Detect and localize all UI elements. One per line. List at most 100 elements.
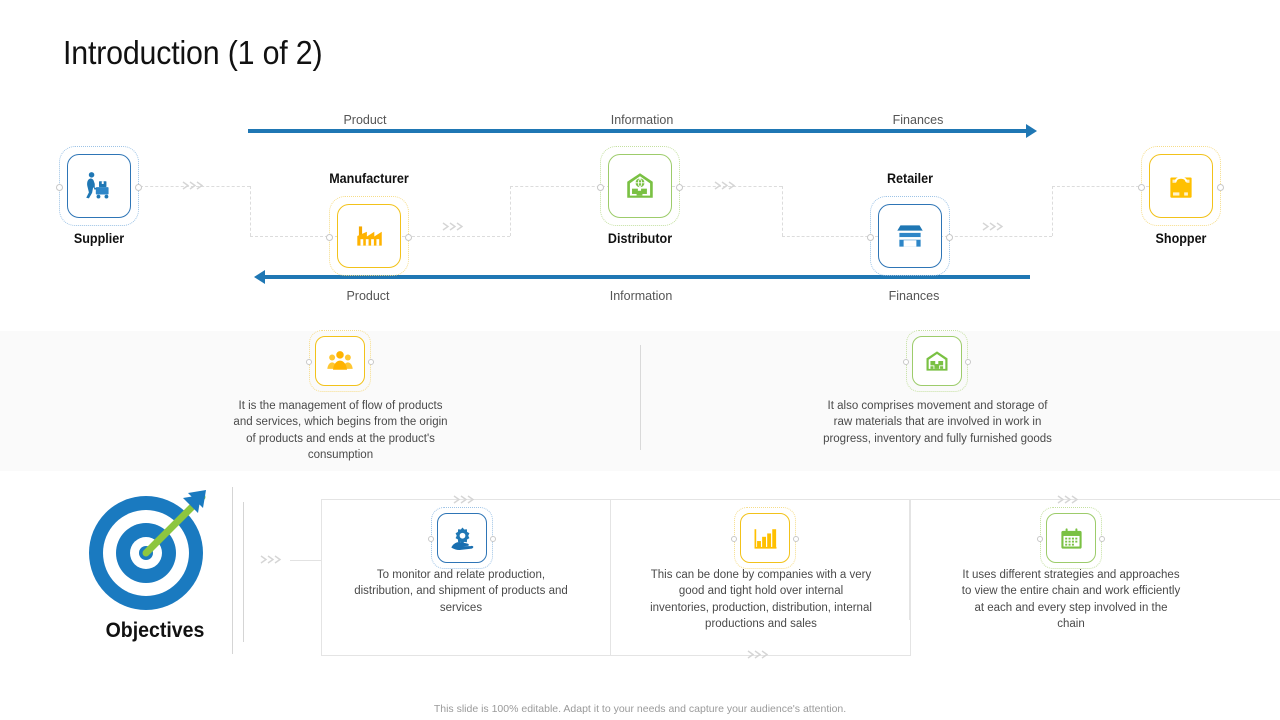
definition-text-2-body: It also comprises movement and storage o… (823, 400, 1052, 445)
supply-node-label-retailer: Retailer (886, 171, 934, 186)
chevron-icon-card-2 (747, 650, 769, 659)
connector-manufacturer-distributor-h1 (397, 236, 510, 237)
node-connector-dot-left (56, 183, 63, 191)
connector-supplier-manufacturer-h1 (140, 186, 250, 187)
hand-gear-icon (451, 527, 473, 550)
target-with-arrow-icon (89, 490, 206, 610)
tile-box (437, 513, 487, 563)
bottom-flow-label-finances: Finances (888, 289, 940, 303)
definition-icon-tile-2[interactable] (903, 330, 971, 392)
objective-text-2-body: This can be done by companies with a ver… (650, 569, 872, 630)
node-connector-dot-right (676, 183, 683, 191)
tile-connector-dot-right (793, 536, 799, 542)
connector-manufacturer-distributor-v (510, 186, 511, 236)
connector-supplier-manufacturer-v (250, 186, 251, 236)
tile-connector-dot-right (368, 359, 374, 365)
objective-card-2-frame (610, 499, 911, 656)
page-title: Introduction (1 of 2) (63, 34, 323, 71)
connector-retailer-shopper-h2 (1052, 186, 1149, 187)
top-flow-label-product: Product (343, 113, 387, 127)
chevron-icon-card-3 (1057, 495, 1079, 504)
node-connector-dot-right (1217, 183, 1224, 191)
connector-retailer-shopper-v (1052, 186, 1053, 236)
tile-box (1046, 513, 1096, 563)
objective-text-3: It uses different strategies and approac… (960, 567, 1182, 632)
tile-connector-dot-left (428, 536, 434, 542)
chevron-icon-retailer (982, 222, 1004, 231)
connector-objectives-card1-h (290, 560, 322, 561)
objectives-bracket-inner (243, 502, 244, 642)
footer-note: This slide is 100% editable. Adapt it to… (433, 703, 847, 715)
objective-card-3-frame (909, 499, 1280, 620)
factory-icon (357, 226, 382, 246)
connector-manufacturer-distributor-h2 (510, 186, 610, 187)
warehouse-boxes-icon (926, 351, 948, 371)
supply-node-retailer[interactable] (867, 196, 953, 276)
objective-text-1-body: To monitor and relate production, distri… (354, 569, 568, 614)
tile-box (912, 336, 962, 386)
worker-pushing-cart-icon (86, 172, 109, 199)
supply-node-shopper[interactable] (1138, 146, 1224, 226)
bottom-flow-arrow-line (265, 275, 1030, 279)
chevron-icon-manufacturer (442, 222, 464, 231)
objective-icon-tile-3[interactable] (1037, 507, 1105, 569)
top-flow-arrow-line (248, 129, 1026, 133)
tile-connector-dot-left (903, 359, 909, 365)
objective-text-2: This can be done by companies with a ver… (650, 567, 872, 632)
node-box (67, 154, 131, 218)
connector-distributor-retailer-v (782, 186, 783, 236)
node-connector-dot-left (597, 183, 604, 191)
supply-node-label-distributor: Distributor (607, 231, 673, 246)
node-box (337, 204, 401, 268)
definition-text-1-body: It is the management of flow of products… (233, 400, 448, 461)
chevron-icon-card-1 (453, 495, 475, 504)
top-flow-arrow-head (1026, 124, 1037, 138)
objective-icon-tile-2[interactable] (731, 507, 799, 569)
objective-icon-tile-1[interactable] (428, 507, 496, 569)
tile-connector-dot-right (490, 536, 496, 542)
connector-distributor-retailer-h1 (672, 186, 782, 187)
bottom-flow-arrow-head (254, 270, 265, 284)
objective-text-3-body: It uses different strategies and approac… (961, 569, 1181, 630)
supply-node-supplier[interactable] (56, 146, 142, 226)
node-connector-dot-right (405, 233, 412, 241)
tile-connector-dot-left (1037, 536, 1043, 542)
supply-node-label-shopper: Shopper (1155, 231, 1207, 246)
warehouse-globe-icon (627, 173, 653, 198)
objective-text-1: To monitor and relate production, distri… (350, 567, 572, 616)
objectives-group: Objectives (80, 487, 230, 647)
calendar-icon (1060, 527, 1082, 549)
tile-connector-dot-left (306, 359, 312, 365)
objectives-bracket-outer (232, 487, 233, 654)
node-box (1149, 154, 1213, 218)
storefront-icon (897, 225, 923, 247)
chevron-icon-objectives (260, 555, 282, 564)
supply-node-label-manufacturer: Manufacturer (329, 171, 409, 186)
node-connector-dot-right (946, 233, 953, 241)
group-people-icon (327, 351, 353, 370)
bar-chart-icon (754, 528, 776, 549)
node-connector-dot-right (135, 183, 142, 191)
tile-connector-dot-left (731, 536, 737, 542)
top-flow-label-finances: Finances (892, 113, 944, 127)
definition-text-2: It also comprises movement and storage o… (820, 398, 1055, 447)
node-connector-dot-left (326, 233, 333, 241)
bottom-flow-label-information: Information (609, 289, 673, 303)
tile-box (740, 513, 790, 563)
shopping-bag-icon (1170, 176, 1192, 198)
supply-node-label-supplier: Supplier (73, 231, 125, 246)
definition-text-1: It is the management of flow of products… (228, 398, 453, 463)
connector-distributor-retailer-h2 (782, 236, 878, 237)
chevron-icon-distributor (714, 181, 736, 190)
connector-supplier-manufacturer-h2 (250, 236, 343, 237)
tile-connector-dot-right (1099, 536, 1105, 542)
tile-box (315, 336, 365, 386)
band-divider (640, 345, 641, 450)
node-box (878, 204, 942, 268)
chevron-icon-supplier (182, 181, 204, 190)
connector-retailer-shopper-h1 (940, 236, 1052, 237)
supply-node-manufacturer[interactable] (326, 196, 412, 276)
supply-node-distributor[interactable] (597, 146, 683, 226)
definition-icon-tile-1[interactable] (306, 330, 374, 392)
